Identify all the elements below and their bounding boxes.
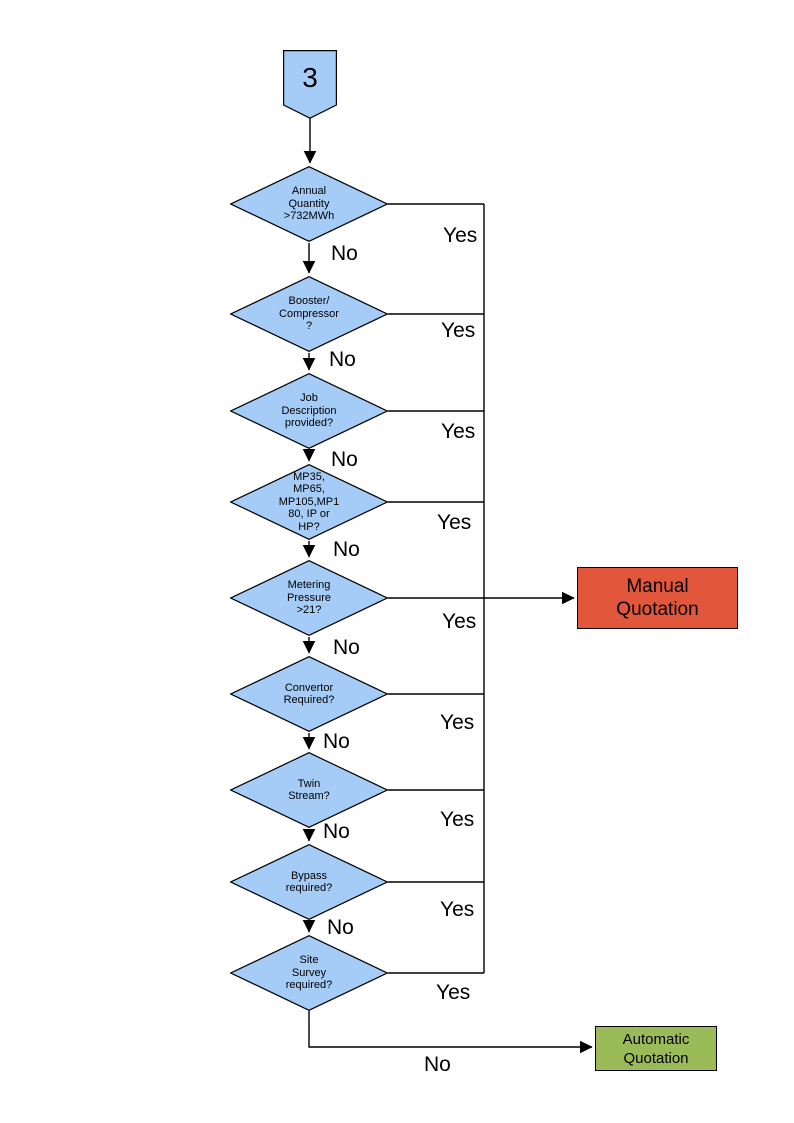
decision-label: Booster/ Compressor ? — [279, 295, 339, 333]
manual-quotation-box: Manual Quotation — [577, 567, 738, 629]
decision-booster-compressor: Booster/ Compressor ? — [230, 276, 388, 352]
offpage-connector-label: 3 — [302, 61, 318, 93]
decision-site-survey: Site Survey required? — [230, 935, 388, 1011]
automatic-quotation-box: Automatic Quotation — [595, 1026, 717, 1071]
decision-label: MP35, MP65, MP105,MP1 80, IP or HP? — [278, 470, 340, 533]
decision-twin-stream: Twin Stream? — [230, 752, 388, 828]
yes-label: Yes — [440, 711, 475, 734]
yes-label: Yes — [443, 224, 478, 247]
yes-label: Yes — [442, 610, 477, 633]
offpage-connector-3: 3 — [283, 50, 337, 119]
no-label: No — [323, 820, 350, 843]
yes-label: Yes — [440, 808, 475, 831]
yes-label: Yes — [436, 981, 471, 1004]
pentagon-shape — [283, 50, 337, 119]
no-label: No — [329, 348, 356, 371]
decision-annual-quantity: Annual Quantity >732MWh — [230, 166, 388, 242]
automatic-arrow — [308, 1011, 593, 1054]
yes-label: Yes — [441, 319, 476, 342]
decision-label: Site Survey required? — [285, 954, 333, 992]
decision-convertor-required: Convertor Required? — [230, 656, 388, 732]
no-label: No — [331, 448, 358, 471]
decision-label: Twin Stream? — [288, 777, 330, 803]
decision-label: Annual Quantity >732MWh — [283, 185, 335, 223]
decision-job-description: Job Description provided? — [230, 373, 388, 449]
no-label: No — [327, 916, 354, 939]
decision-metering-pressure: Metering Pressure >21? — [230, 560, 388, 636]
no-label: No — [333, 538, 360, 561]
decision-label: Convertor Required? — [283, 681, 335, 707]
no-label: No — [331, 242, 358, 265]
no-label: No — [424, 1053, 451, 1076]
no-label: No — [333, 636, 360, 659]
decision-bypass-required: Bypass required? — [230, 844, 388, 920]
automatic-quotation-label: Automatic Quotation — [622, 1030, 690, 1067]
manual-quotation-label: Manual Quotation — [616, 576, 699, 620]
no-label: No — [323, 730, 350, 753]
yes-label: Yes — [437, 511, 472, 534]
yes-label: Yes — [441, 420, 476, 443]
decision-label: Bypass required? — [285, 869, 333, 895]
decision-label: Job Description provided? — [281, 392, 337, 430]
yes-label: Yes — [440, 898, 475, 921]
decision-label: Metering Pressure >21? — [286, 579, 332, 617]
decision-meter-type: MP35, MP65, MP105,MP1 80, IP or HP? — [230, 464, 388, 540]
